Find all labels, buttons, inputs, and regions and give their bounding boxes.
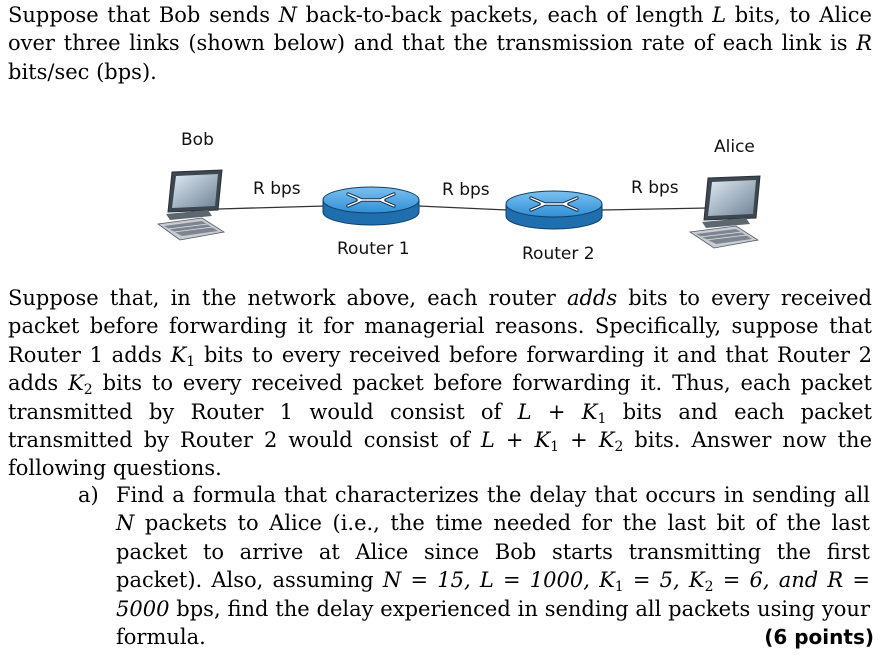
link-router1-router2 — [417, 205, 508, 211]
intro-text: back-to-back packets, each of length — [297, 3, 713, 27]
emphasis-adds: adds — [566, 286, 618, 310]
var-n: N — [278, 3, 297, 27]
expr-plus-k2: + K — [559, 428, 615, 453]
link-2-rate-label: R bps — [442, 180, 490, 200]
alice-computer-icon — [688, 175, 761, 249]
var-k1: K — [170, 342, 187, 367]
var-k2: K — [68, 371, 84, 396]
router-2-icon — [505, 190, 603, 230]
link-router2-alice — [600, 207, 709, 211]
body-text: bits to every received packet before for… — [8, 371, 872, 424]
subscript: 2 — [614, 439, 624, 456]
given-values: N = 15, L = 1000, K — [382, 568, 615, 593]
subscript: 1 — [614, 579, 624, 596]
intro-text: bits/sec (bps). — [8, 59, 157, 84]
expr-l-plus-k1: L + K — [517, 399, 598, 424]
body-paragraph: Suppose that, in the network above, each… — [8, 284, 872, 483]
body-text: bits to every received before forwarding… — [8, 342, 872, 396]
intro-text: bits, to Alice over three links (shown b… — [8, 3, 872, 56]
given-values: = 6, and R = 5000 — [116, 568, 870, 621]
bob-computer-icon — [156, 169, 226, 241]
body-text: bits to every received packet before for… — [8, 286, 872, 367]
given-values: = 5, K — [623, 568, 705, 593]
question-a-text: Find a formula that characterizes the de… — [116, 481, 870, 651]
subscript: 1 — [550, 439, 560, 456]
question-text: bps, find the delay experienced in sendi… — [116, 596, 870, 650]
bob-label: Bob — [181, 130, 214, 150]
body-text: bits. Answer now the following questions… — [8, 428, 872, 481]
router-1-label: Router 1 — [337, 239, 410, 259]
link-bob-router1 — [217, 205, 326, 210]
body-text: Suppose that, in the network above, each… — [8, 286, 567, 310]
body-text: bits and each packet transmitted by Rout… — [8, 399, 872, 453]
var-l: L — [712, 3, 727, 27]
clipped-next-line: ​ — [78, 649, 868, 657]
link-1-rate-label: R bps — [253, 179, 301, 199]
router-2-label: Router 2 — [522, 244, 595, 264]
question-a-label: a) — [78, 483, 99, 507]
var-r: R — [856, 31, 872, 56]
var-n: N — [116, 511, 135, 536]
link-3-rate-label: R bps — [631, 178, 679, 198]
question-text: packets to Alice (i.e., the time needed … — [116, 511, 870, 593]
subscript: 2 — [83, 382, 93, 399]
subscript: 2 — [704, 579, 714, 596]
router-1-icon — [322, 186, 420, 226]
network-diagram: Bob Alice R bps R bps R bps Router 1 Rou… — [0, 120, 893, 280]
points-badge: (6 points) — [764, 625, 874, 649]
intro-paragraph: Suppose that Bob sends N back-to-back pa… — [8, 1, 872, 86]
network-diagram-svg — [156, 169, 761, 249]
clipped-next-line-marks: ​ — [78, 649, 868, 657]
subscript: 1 — [597, 410, 607, 427]
alice-label: Alice — [714, 137, 755, 157]
expr-l-plus-k1-plus-k2: L + K — [480, 428, 551, 453]
subscript: 1 — [186, 353, 196, 370]
intro-text: Suppose that Bob sends — [8, 3, 279, 27]
question-text: Find a formula that characterizes the de… — [116, 483, 870, 507]
